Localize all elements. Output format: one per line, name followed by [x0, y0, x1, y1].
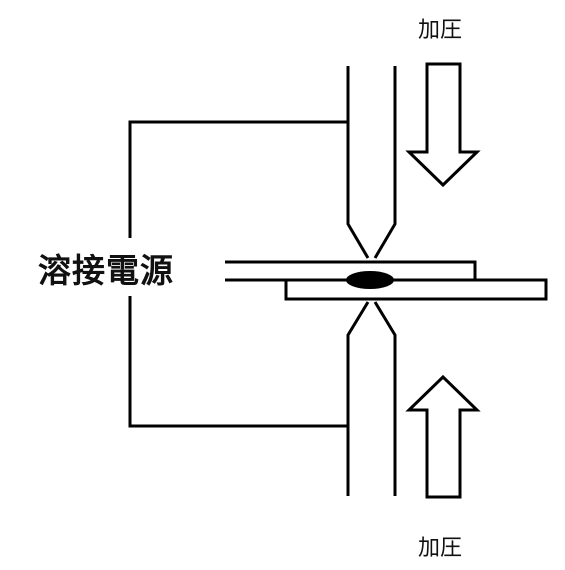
lower-electrode — [346, 301, 397, 496]
power-source-label: 溶接電源 — [38, 251, 174, 290]
arrow-up-icon — [405, 374, 481, 499]
weld-nugget — [346, 271, 394, 289]
upper-electrode — [346, 66, 397, 259]
arrow-down-icon — [405, 62, 481, 188]
lower-plate — [284, 278, 548, 301]
pressure-bottom-label: 加圧 — [418, 536, 463, 561]
pressure-top-label: 加圧 — [418, 18, 463, 43]
power-wire-upper — [128, 120, 348, 238]
power-wire-lower — [128, 296, 348, 428]
